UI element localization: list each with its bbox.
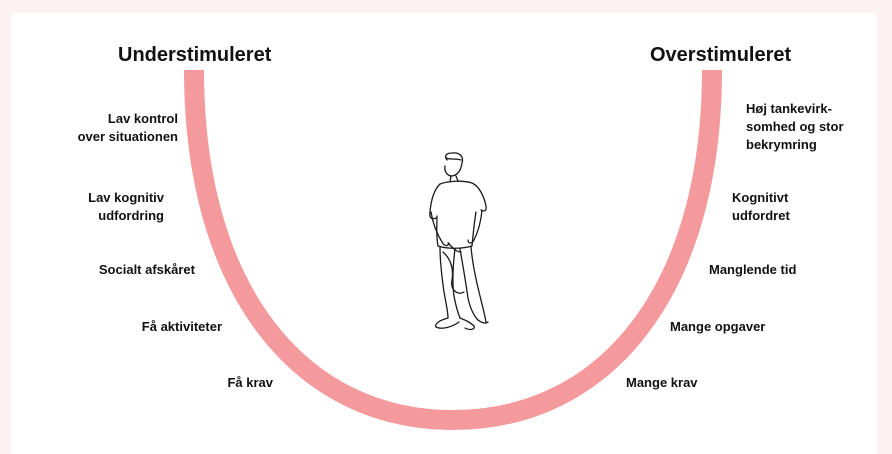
left-label-low-control: Lav kontrol over situationen — [77, 111, 178, 144]
understimulated-heading: Understimuleret — [118, 44, 272, 66]
right-label-many-demands: Mange krav — [626, 375, 698, 390]
overstimulated-heading: Overstimuleret — [650, 44, 792, 66]
right-label-cognitively-challenged: Kognitivt udfordret — [732, 190, 790, 223]
left-label-few-activities: Få aktiviteter — [141, 319, 222, 334]
standing-person-icon — [429, 152, 489, 331]
diagram-card — [11, 13, 877, 454]
left-label-few-demands: Få krav — [227, 375, 273, 390]
right-label-many-tasks: Mange opgaver — [670, 319, 766, 334]
right-label-high-rumination: Høj tankevirk- somhed og stor bekrymring — [746, 101, 844, 152]
left-label-socially-isolated: Socialt afskåret — [98, 262, 195, 277]
right-label-lack-of-time: Manglende tid — [709, 262, 797, 277]
left-label-low-cognitive-challenge: Lav kognitiv udfordring — [88, 190, 164, 223]
u-curve-band — [184, 69, 722, 431]
